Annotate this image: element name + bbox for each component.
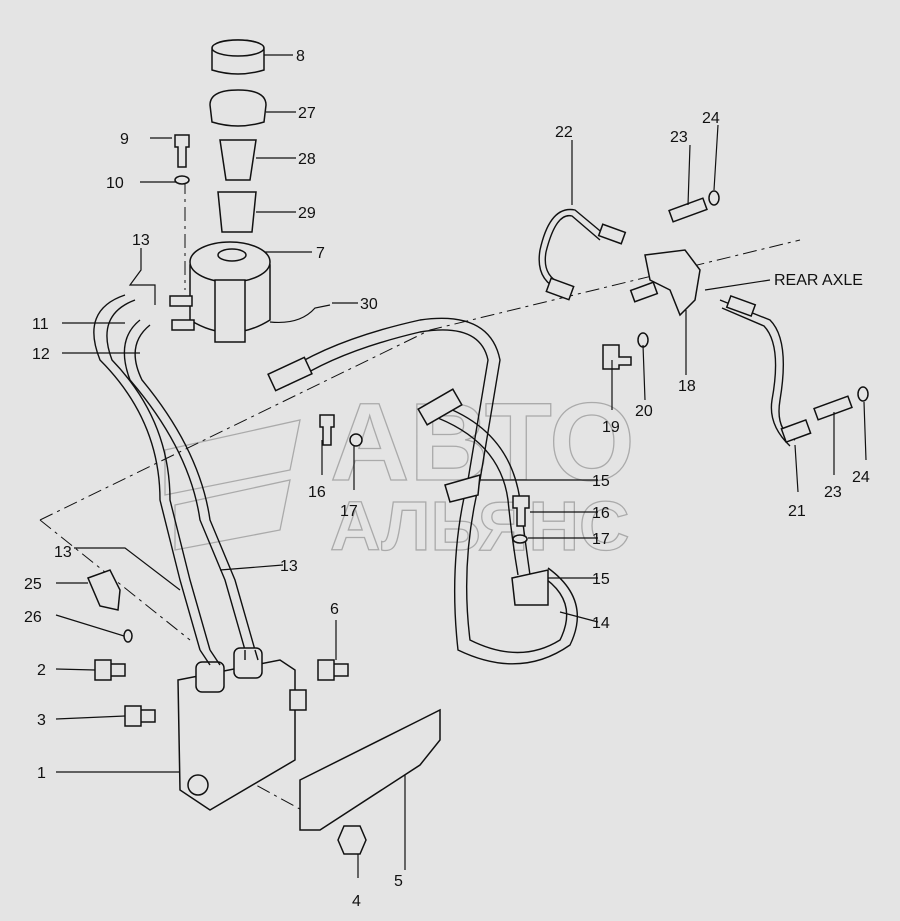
o-ring	[708, 190, 720, 206]
adapter	[813, 395, 853, 421]
callout-13: 13	[132, 232, 150, 249]
callout-24: 24	[702, 110, 720, 127]
callout-10: 10	[106, 175, 124, 192]
fitting	[780, 419, 812, 443]
callout-16: 16	[592, 505, 610, 522]
callout-23: 23	[670, 129, 688, 146]
hose-fitting	[417, 388, 463, 426]
callout-30: 30	[360, 296, 378, 313]
callout-3: 3	[37, 712, 46, 729]
callout-27: 27	[298, 105, 316, 122]
strainer-cup	[219, 139, 257, 181]
sensor-wire	[269, 304, 331, 324]
callout-4: 4	[352, 893, 361, 910]
o-ring	[857, 386, 869, 402]
callout-8: 8	[296, 48, 305, 65]
fitting	[725, 294, 757, 318]
washer	[349, 433, 363, 447]
callout-17: 17	[340, 503, 358, 520]
svg-text:АВТО: АВТО	[330, 381, 635, 504]
rear-axle-label: REAR AXLE	[774, 272, 863, 289]
callout-6: 6	[330, 601, 339, 618]
pump-body	[177, 647, 307, 811]
callout-21: 21	[788, 503, 806, 520]
washer	[637, 332, 649, 348]
callout-15: 15	[592, 571, 610, 588]
callout-1: 1	[37, 765, 46, 782]
nut	[337, 825, 367, 855]
callout-5: 5	[394, 873, 403, 890]
callout-7: 7	[316, 245, 325, 262]
callout-24: 24	[852, 469, 870, 486]
bolt	[512, 495, 530, 527]
bolt	[94, 659, 126, 681]
bolt	[602, 344, 632, 370]
adapter	[668, 197, 708, 223]
mounting-bracket	[299, 708, 441, 831]
hose-fitting	[267, 356, 313, 392]
callout-18: 18	[678, 378, 696, 395]
leader-lines	[55, 54, 867, 878]
callout-29: 29	[298, 205, 316, 222]
washer	[174, 175, 190, 185]
callout-12: 12	[32, 346, 50, 363]
callout-20: 20	[635, 403, 653, 420]
callout-9: 9	[120, 131, 129, 148]
callout-11: 11	[32, 316, 49, 333]
hose-clamp	[444, 473, 481, 503]
bolt	[319, 414, 335, 446]
callout-28: 28	[298, 151, 316, 168]
bolt	[317, 659, 349, 681]
fitting	[629, 281, 659, 303]
hose-end	[199, 649, 259, 666]
callout-23: 23	[824, 484, 842, 501]
bolt	[124, 705, 156, 727]
hose-clamp	[511, 569, 549, 606]
callout-17: 17	[592, 531, 610, 548]
callout-26: 26	[24, 609, 42, 626]
svg-text:АЛЬЯНС: АЛЬЯНС	[330, 487, 630, 565]
filter-screen	[217, 191, 257, 233]
reservoir-cap	[211, 39, 265, 75]
callout-13: 13	[54, 544, 72, 561]
callout-16: 16	[308, 484, 326, 501]
callout-2: 2	[37, 662, 46, 679]
callout-19: 19	[602, 419, 620, 436]
bolt	[174, 134, 190, 168]
callout-14: 14	[592, 615, 610, 632]
elbow-fitting	[86, 569, 121, 611]
o-ring	[123, 629, 133, 643]
fitting	[545, 277, 575, 301]
callout-15: 15	[592, 473, 610, 490]
filler-cap	[209, 89, 267, 127]
hoses	[93, 294, 578, 665]
watermark-logo: АВТО АЛЬЯНС	[164, 380, 635, 566]
reservoir-tank	[169, 241, 271, 343]
callout-22: 22	[555, 124, 573, 141]
callout-labels: 8 27 9 28 10 29 13 7 11 30 12 22 23 24 R…	[24, 48, 870, 910]
callout-13: 13	[280, 558, 298, 575]
callout-25: 25	[24, 576, 42, 593]
fitting	[597, 223, 627, 245]
washer	[512, 534, 528, 544]
